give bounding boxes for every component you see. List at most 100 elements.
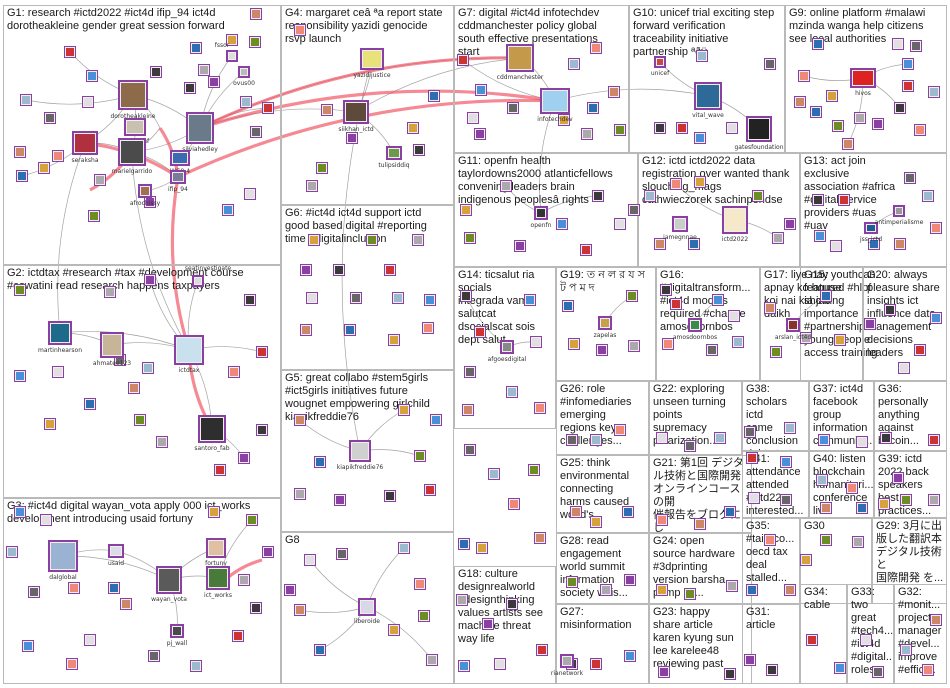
graph-node[interactable]: [884, 304, 896, 316]
graph-node[interactable]: [142, 362, 154, 374]
graph-node[interactable]: [294, 414, 306, 426]
graph-node[interactable]: [660, 284, 672, 296]
graph-node[interactable]: [596, 344, 608, 356]
graph-node-cddmanchester[interactable]: [506, 44, 534, 72]
graph-node[interactable]: [40, 514, 52, 526]
graph-node[interactable]: [770, 346, 782, 358]
graph-node[interactable]: [656, 432, 668, 444]
graph-node[interactable]: [798, 70, 810, 82]
graph-node[interactable]: [846, 482, 858, 494]
graph-node[interactable]: [508, 498, 520, 510]
graph-node[interactable]: [832, 120, 844, 132]
graph-node-infotechdev[interactable]: [540, 88, 570, 114]
graph-node-santoro-fab[interactable]: [198, 415, 226, 443]
graph-node[interactable]: [144, 274, 156, 286]
graph-node[interactable]: [764, 534, 776, 546]
graph-node[interactable]: [860, 634, 872, 646]
graph-node[interactable]: [728, 310, 740, 322]
graph-node[interactable]: [128, 382, 140, 394]
graph-node[interactable]: [662, 338, 674, 350]
graph-node-dorotheakleine[interactable]: [118, 80, 148, 110]
graph-node[interactable]: [214, 464, 226, 476]
graph-node-usaid[interactable]: [108, 544, 124, 558]
graph-node[interactable]: [384, 490, 396, 502]
graph-node[interactable]: [262, 546, 274, 558]
graph-node[interactable]: [608, 86, 620, 98]
graph-node[interactable]: [794, 96, 806, 108]
graph-node[interactable]: [922, 664, 934, 676]
graph-node[interactable]: [464, 444, 476, 456]
graph-node[interactable]: [900, 644, 912, 656]
graph-node[interactable]: [14, 284, 26, 296]
graph-node[interactable]: [388, 334, 400, 346]
graph-node[interactable]: [506, 386, 518, 398]
graph-node[interactable]: [834, 662, 846, 674]
graph-node[interactable]: [150, 66, 162, 78]
graph-node-kiapikfreddie76[interactable]: [349, 440, 371, 462]
graph-node[interactable]: [590, 434, 602, 446]
graph-node[interactable]: [426, 654, 438, 666]
graph-node[interactable]: [696, 50, 708, 62]
graph-node-wg9-4[interactable]: [170, 150, 190, 166]
graph-node[interactable]: [84, 398, 96, 410]
graph-node[interactable]: [294, 24, 306, 36]
graph-node[interactable]: [321, 104, 333, 116]
graph-node[interactable]: [894, 102, 906, 114]
graph-node[interactable]: [800, 554, 812, 566]
graph-node-ifip-94[interactable]: [170, 170, 186, 184]
graph-node[interactable]: [856, 436, 868, 448]
graph-node[interactable]: [614, 424, 626, 436]
graph-node[interactable]: [156, 436, 168, 448]
graph-node[interactable]: [800, 332, 812, 344]
graph-node-ict-works[interactable]: [206, 566, 230, 590]
graph-node-liberoide[interactable]: [358, 598, 376, 616]
graph-node[interactable]: [398, 404, 410, 416]
graph-node-afgoesdigital[interactable]: [500, 340, 514, 354]
graph-node[interactable]: [748, 492, 760, 504]
graph-node[interactable]: [810, 106, 822, 118]
graph-node[interactable]: [676, 122, 688, 134]
graph-node[interactable]: [820, 534, 832, 546]
graph-node[interactable]: [256, 346, 268, 358]
graph-node[interactable]: [766, 664, 778, 676]
graph-node[interactable]: [834, 334, 846, 346]
graph-node[interactable]: [872, 666, 884, 678]
graph-node[interactable]: [590, 516, 602, 528]
graph-node-pj-wall[interactable]: [170, 624, 184, 638]
graph-node-marielgarrido[interactable]: [118, 138, 146, 166]
graph-node[interactable]: [226, 34, 238, 46]
graph-node[interactable]: [656, 514, 668, 526]
graph-node[interactable]: [592, 190, 604, 202]
graph-node[interactable]: [558, 114, 570, 126]
graph-node[interactable]: [250, 602, 262, 614]
graph-node[interactable]: [350, 292, 362, 304]
graph-node[interactable]: [556, 218, 568, 230]
graph-node[interactable]: [190, 660, 202, 672]
graph-node[interactable]: [424, 294, 436, 306]
graph-node[interactable]: [488, 468, 500, 480]
graph-node[interactable]: [614, 218, 626, 230]
graph-node[interactable]: [784, 422, 796, 434]
graph-node[interactable]: [308, 234, 320, 246]
graph-node[interactable]: [494, 658, 506, 670]
graph-node[interactable]: [460, 290, 472, 302]
graph-node[interactable]: [300, 264, 312, 276]
graph-node[interactable]: [64, 46, 76, 58]
graph-node[interactable]: [654, 238, 666, 250]
graph-node[interactable]: [300, 324, 312, 336]
graph-node[interactable]: [458, 660, 470, 672]
graph-node[interactable]: [94, 174, 106, 186]
graph-node-ictdtax[interactable]: [174, 335, 204, 365]
graph-node[interactable]: [928, 494, 940, 506]
graph-node[interactable]: [894, 238, 906, 250]
graph-node[interactable]: [581, 128, 593, 140]
graph-node[interactable]: [414, 578, 426, 590]
graph-node[interactable]: [580, 244, 592, 256]
graph-node[interactable]: [568, 58, 580, 70]
graph-node[interactable]: [914, 344, 926, 356]
graph-node[interactable]: [284, 584, 296, 596]
graph-node-iamegnnae[interactable]: [672, 216, 688, 232]
graph-node[interactable]: [812, 38, 824, 50]
graph-node[interactable]: [852, 536, 864, 548]
graph-node[interactable]: [568, 338, 580, 350]
